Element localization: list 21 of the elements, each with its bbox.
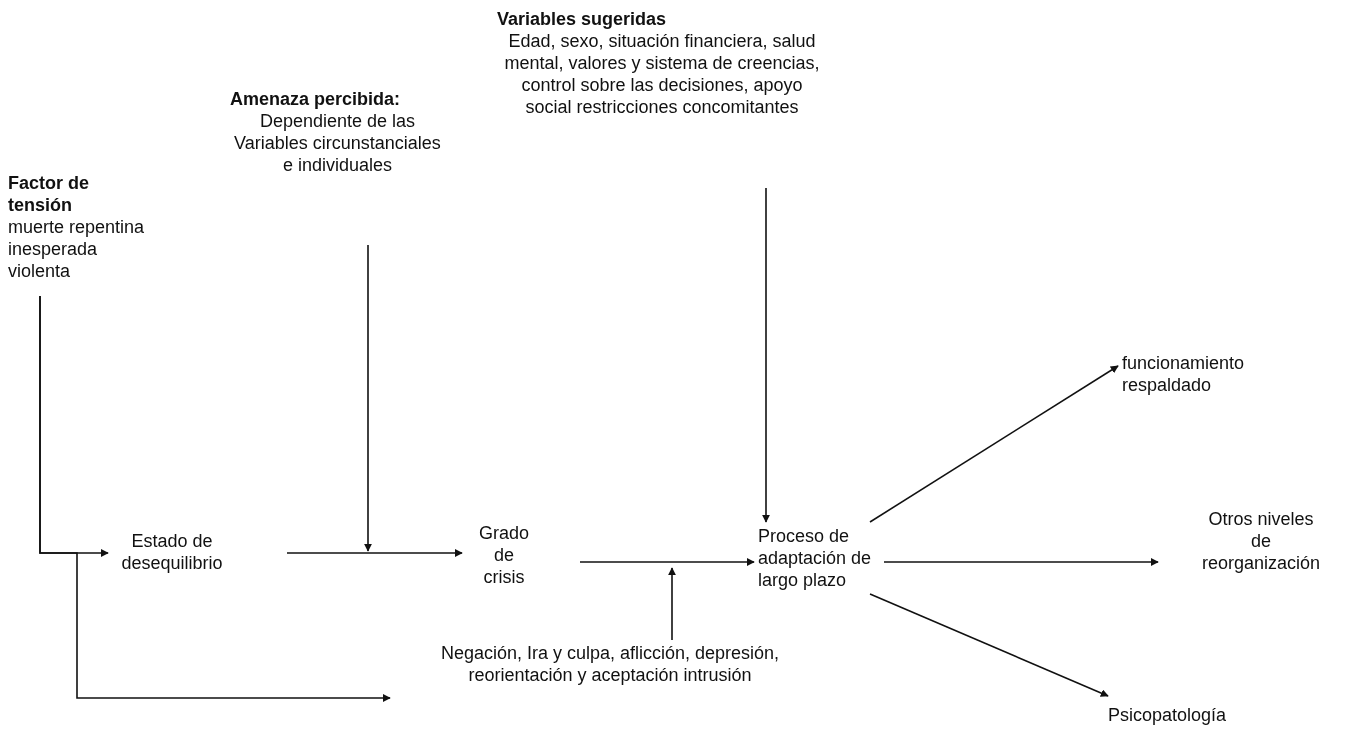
arrow <box>869 365 1119 523</box>
node-label: Grado de crisis <box>472 522 536 588</box>
node-label: Otros niveles de reorganización <box>1196 508 1326 574</box>
node-text: Dependiente de las Variables circunstanciales e individuales <box>233 110 442 176</box>
arrow <box>668 567 676 641</box>
node-heading: Amenaza percibida: <box>230 88 402 110</box>
node-label: funcionamiento respaldado <box>1122 352 1267 396</box>
node-label: Psicopatología <box>1108 704 1248 726</box>
arrow <box>883 558 1159 566</box>
node-label: Proceso de adaptación de largo plazo <box>758 525 880 591</box>
arrow <box>364 244 372 552</box>
node-label: Estado de desequilibrio <box>112 530 232 574</box>
node-heading: Variables sugeridas <box>497 8 668 30</box>
node-label: Negación, Ira y culpa, aflicción, depresión, reorientación y aceptación intrusión <box>440 642 780 686</box>
arrow <box>762 187 770 523</box>
arrow <box>579 558 755 566</box>
arrow <box>286 549 463 557</box>
arrow <box>869 593 1109 697</box>
node-text: Edad, sexo, situación financiera, salud mental, valores y sistema de creencias, control sobre las decisiones, apoyo social restricciones concomitantes <box>503 30 821 118</box>
node-text: muerte repentina inesperada violenta <box>8 216 146 282</box>
arrow <box>39 295 391 702</box>
